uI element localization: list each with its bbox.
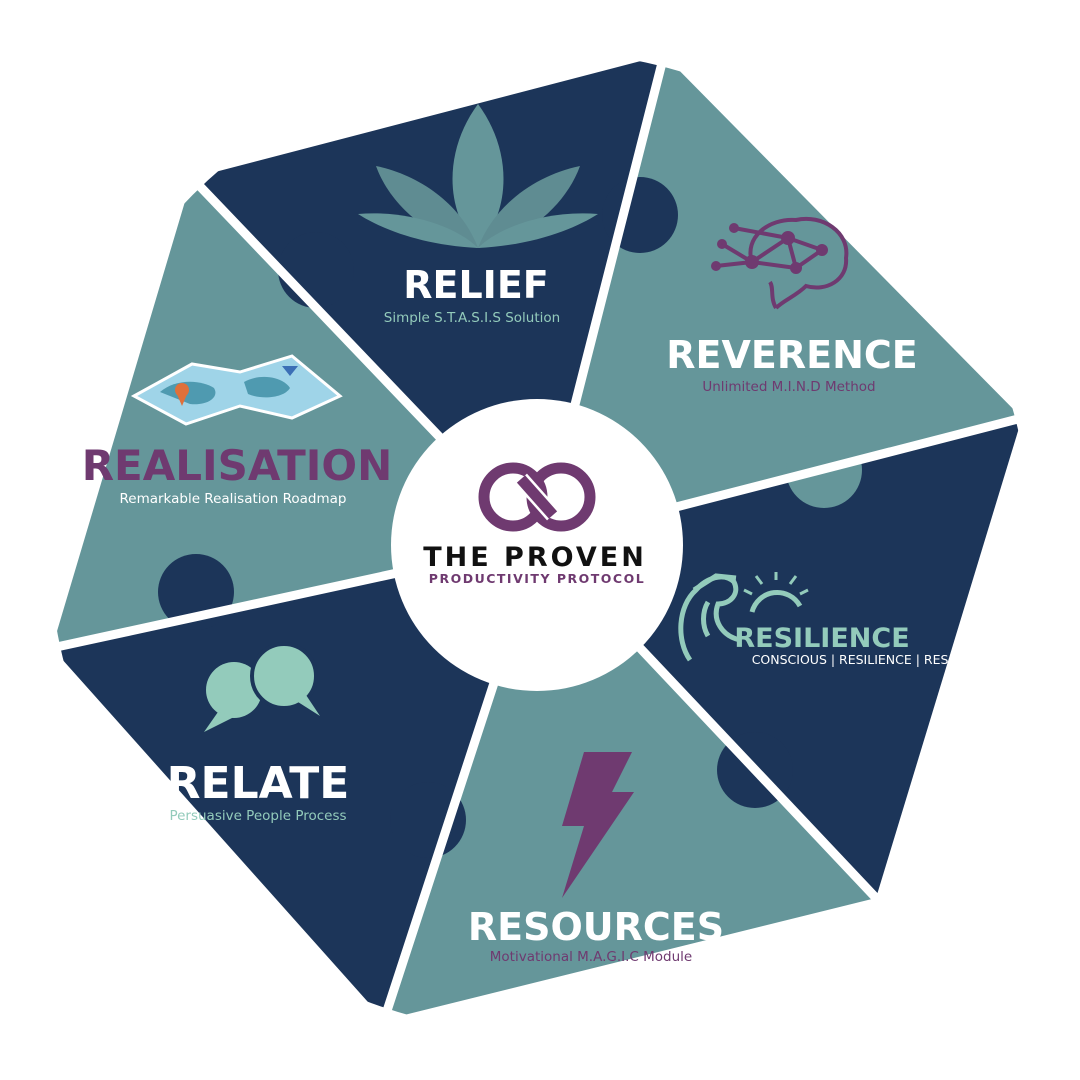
lotus-icon [358, 104, 598, 248]
resilience-section: RESILIENCE CONSCIOUS | RESILIENCE | RESO… [678, 572, 1005, 667]
infinity-loop-icon [478, 462, 596, 532]
reverence-title: REVERENCE [666, 333, 917, 377]
relate-title: RELATE [167, 758, 350, 809]
segment-relate [52, 542, 540, 1020]
realisation-subtitle: Remarkable Realisation Roadmap [119, 491, 346, 507]
realisation-title: REALISATION [82, 441, 393, 490]
relate-section: RELATE Persuasive People Process [167, 642, 350, 824]
reverence-subtitle: Unlimited M.I.N.D Method [702, 379, 875, 395]
reverence-section: REVERENCE Unlimited M.I.N.D Method [666, 216, 918, 395]
center-title: THE PROVEN [423, 542, 647, 573]
brain-network-icon [711, 216, 849, 310]
resources-section: RESOURCES Motivational M.A.G.I.C Module [468, 752, 724, 965]
lightning-bolt-icon [562, 752, 634, 898]
relief-section: RELIEF Simple S.T.A.S.I.S Solution [358, 104, 598, 326]
center-hub: THE PROVEN PRODUCTIVITY PROTOCOL [391, 399, 683, 691]
resilience-subtitle: CONSCIOUS | RESILIENCE | RESOLUTION [752, 652, 1005, 667]
relief-subtitle: Simple S.T.A.S.I.S Solution [384, 310, 560, 326]
realisation-section: REALISATION Remarkable Realisation Roadm… [82, 354, 393, 507]
knob-relief-to-realisation [278, 232, 354, 308]
relate-subtitle: Persuasive People Process [169, 808, 346, 824]
resources-subtitle: Motivational M.A.G.I.C Module [490, 949, 692, 965]
center-subtitle: PRODUCTIVITY PROTOCOL [429, 571, 645, 586]
resources-title: RESOURCES [468, 905, 724, 949]
speech-bubbles-icon [204, 642, 320, 732]
segment-reverence [540, 55, 1022, 542]
folded-map-icon [130, 354, 343, 426]
relief-title: RELIEF [403, 263, 549, 307]
resilience-title: RESILIENCE [734, 623, 909, 654]
flexed-arm-sun-icon [678, 572, 809, 662]
